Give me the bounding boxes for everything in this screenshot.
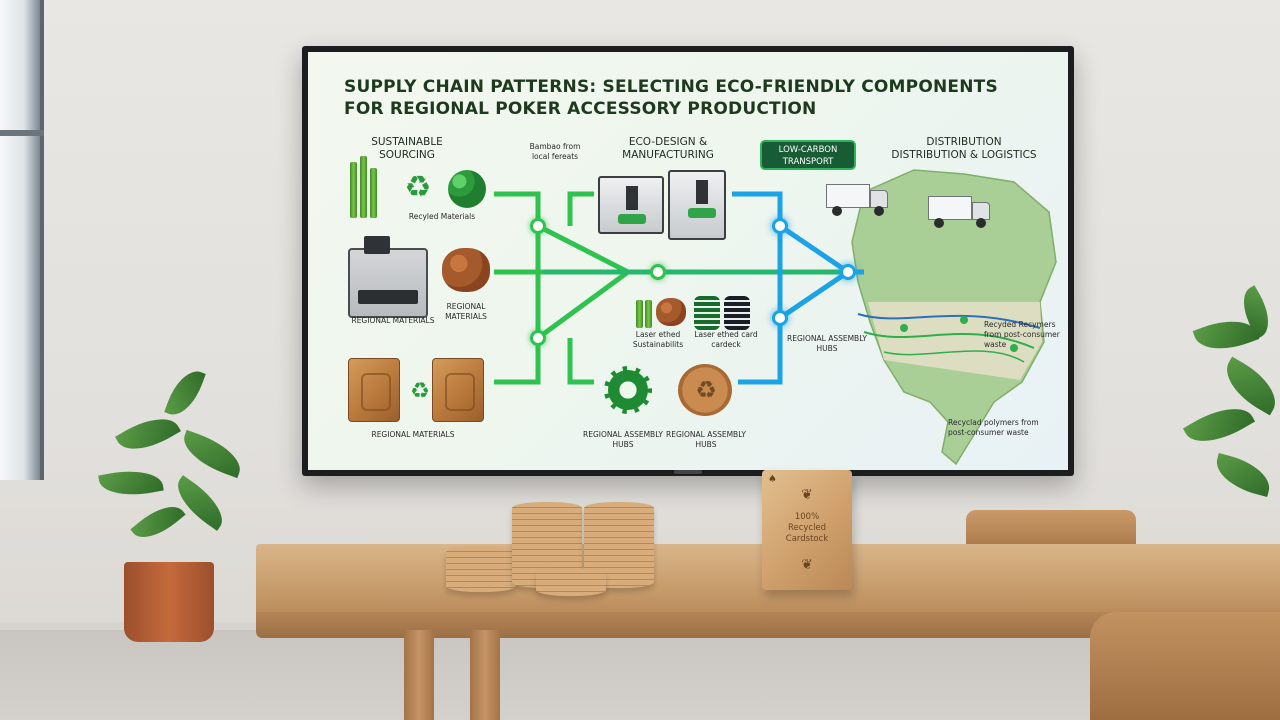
leaf-icon: ❦ (801, 557, 813, 573)
map-hub-marker (1010, 344, 1018, 352)
card-pip-icon: ♠ (768, 474, 777, 485)
slide-title-line-1: SUPPLY CHAIN PATTERNS: SELECTING ECO-FRI… (344, 77, 998, 97)
flow-node (840, 264, 856, 280)
tv-brand-logo (674, 470, 702, 474)
block-label-line-3: Cardstock (785, 534, 829, 544)
flow-node (772, 218, 788, 234)
wall-tv: SUPPLY CHAIN PATTERNS: SELECTING ECO-FRI… (302, 46, 1074, 476)
window (0, 0, 44, 480)
regional-materials-label-c: REGIONAL MATERIALS (371, 430, 455, 439)
flow-line (567, 338, 594, 385)
plant-leaf (164, 365, 206, 421)
plant-leaf (177, 429, 247, 479)
wooden-chip-icon (678, 364, 732, 416)
laser-etched-label-2: Laser ethed card cardeck (694, 330, 758, 349)
recycled-cardstock-block: ♠ ❦ 100% Recycled Cardstock ❦ (762, 470, 852, 590)
laser-etched-label-1: Laser ethed Sustainabilits (632, 330, 684, 349)
wooden-chip-stack (446, 546, 516, 592)
table-leg (404, 630, 434, 720)
leaf-icon: ❦ (801, 487, 813, 503)
plant-leaf (1211, 453, 1275, 497)
recycle-icon: ♻ (404, 170, 432, 205)
window-mullion (0, 130, 44, 136)
floor (0, 630, 1280, 720)
flow-line (567, 191, 594, 226)
north-america-map (851, 169, 1057, 466)
stage-design-label: ECO-DESIGN & MANUFACTURING (622, 136, 714, 161)
flow-node (772, 310, 788, 326)
regional-materials-label-b: REGIONAL MATERIALS (445, 302, 487, 321)
assembly-hubs-label-1: REGIONAL ASSEMBLY HUBS (583, 430, 663, 449)
black-chip-stack-icon (724, 296, 750, 330)
slide-title-line-2: FOR REGIONAL POKER ACCESSORY PRODUCTION (344, 99, 817, 119)
flow-line (536, 223, 633, 341)
low-carbon-transport-badge: LOW-CARBON TRANSPORT (760, 140, 856, 170)
map-route (863, 331, 1035, 349)
plant-leaf (167, 475, 233, 531)
plant-pot (124, 562, 214, 642)
stage-sourcing-label: SUSTAINABLE SOURCING (371, 136, 443, 161)
bamboo-label: Bambao from local fereats (529, 142, 581, 161)
map-hub-marker (960, 316, 968, 324)
block-label-line-1: 100% (794, 512, 820, 522)
recycled-materials-label: Recyled Materials (408, 212, 476, 221)
map-region-usa (868, 302, 1042, 380)
flow-node (530, 330, 546, 346)
plant-leaf (98, 464, 164, 502)
green-pellets-icon (448, 170, 486, 208)
flow-node (530, 218, 546, 234)
plant-leaf (130, 496, 186, 548)
chair-back (966, 510, 1136, 550)
plant-leaf (1182, 395, 1256, 455)
3d-printer-icon (348, 236, 428, 318)
map-route (883, 350, 1025, 363)
bamboo-blocks-icon (634, 298, 654, 328)
map-note-2: Recyclad polymers from post-consumer was… (948, 418, 1039, 437)
flow-line (494, 191, 541, 385)
tv-screen: SUPPLY CHAIN PATTERNS: SELECTING ECO-FRI… (308, 52, 1068, 470)
slide-title: SUPPLY CHAIN PATTERNS: SELECTING ECO-FRI… (344, 76, 1044, 120)
regional-materials-label-a: REGIONAL MATERIALS (351, 316, 435, 325)
wooden-card-icon (348, 358, 400, 422)
plant-leaf (1216, 356, 1280, 416)
stage-distribution-line-2: DISTRIBUTION & LOGISTICS (891, 149, 1037, 161)
flow-line (732, 191, 783, 385)
flow-diagram (494, 191, 864, 385)
flow-node (650, 264, 666, 280)
wooden-chip-stack (536, 568, 606, 596)
green-chip-stack-icon (694, 296, 720, 330)
green-poker-chip-icon (604, 366, 652, 414)
block-label-line-2: Recycled (787, 523, 827, 533)
chair-front (1090, 612, 1280, 720)
wooden-chip-recycle-icon: ♻ (695, 376, 717, 404)
small-recycle-icon: ♻ (410, 379, 430, 404)
map-route (857, 313, 1041, 329)
delivery-truck-icon (928, 194, 992, 228)
plant-leaf (115, 406, 181, 462)
assembly-hubs-label-2: REGIONAL ASSEMBLY HUBS (666, 430, 746, 449)
wooden-card-icon (432, 358, 484, 422)
bamboo-icon (348, 156, 382, 218)
stage-distribution-line-1: DISTRIBUTION (926, 136, 1002, 148)
map-hub-marker (900, 324, 908, 332)
block-label: 100% Recycled Cardstock (762, 512, 852, 545)
assembly-hubs-label-3: REGIONAL ASSEMBLY HUBS (787, 334, 867, 353)
cork-disc-icon (656, 298, 686, 326)
delivery-truck-icon (826, 182, 890, 216)
map-note-1: Recyded Recymers from post-consumer wast… (984, 320, 1060, 349)
stage-distribution-label: DISTRIBUTION DISTRIBUTION & LOGISTICS (874, 136, 1054, 162)
cnc-machine-icon (598, 176, 664, 234)
manufacturing-machine-icon (668, 170, 726, 240)
cork-material-icon (442, 248, 490, 292)
table-leg (470, 630, 500, 720)
